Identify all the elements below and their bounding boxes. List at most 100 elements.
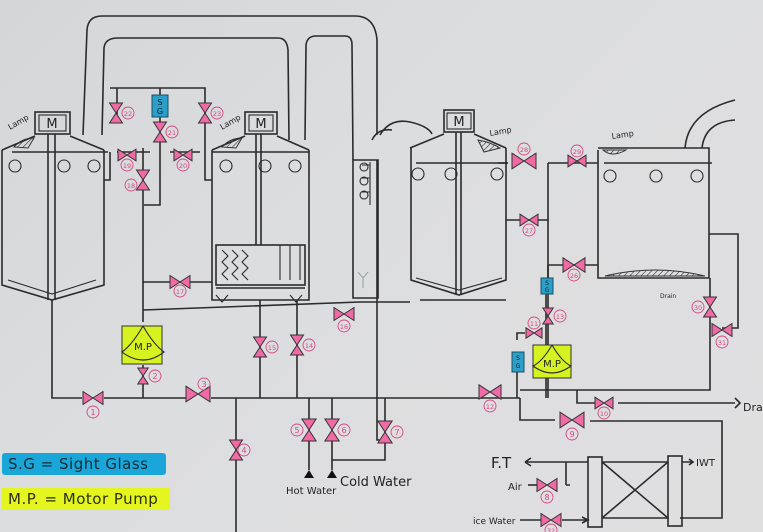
valve-27[interactable]: 27 xyxy=(519,213,539,237)
lamp-2 xyxy=(220,137,243,149)
valve-28[interactable]: 28 xyxy=(511,142,537,170)
motor-2-label: M xyxy=(255,117,266,132)
valve-label-circle xyxy=(527,316,541,330)
valve-label-circle xyxy=(148,369,162,383)
valve-7[interactable]: 7 xyxy=(376,420,404,444)
valve-label-circle xyxy=(337,319,351,333)
valve-symbol-icon xyxy=(562,256,586,274)
valve-number: 13 xyxy=(556,313,564,321)
valve-number: 4 xyxy=(241,446,246,455)
valve-15[interactable]: 15 xyxy=(252,336,279,358)
valve-13[interactable]: 13 xyxy=(541,307,567,325)
valve-number: 20 xyxy=(179,162,187,170)
valve-symbol-icon xyxy=(702,296,718,318)
valve-symbol-icon xyxy=(559,411,585,429)
motor-pump-1-label: M.P xyxy=(134,342,152,353)
valve-5[interactable]: 5 xyxy=(290,418,318,442)
tank-4: Lamp Drain xyxy=(597,99,739,329)
lamp-3 xyxy=(477,139,502,153)
tank-2: M Lamp xyxy=(204,111,310,303)
motor-3-box xyxy=(443,109,475,133)
valve-symbol-icon xyxy=(136,367,150,385)
valve-symbol-icon xyxy=(152,121,168,143)
valve-number: 8 xyxy=(544,493,549,502)
valve-symbol-icon xyxy=(376,420,394,444)
valve-label-circle xyxy=(265,340,279,354)
valve-label-circle xyxy=(553,309,567,323)
svg-text:G: G xyxy=(157,107,163,116)
valve-11[interactable]: 11 xyxy=(525,316,543,340)
valve-symbol-icon xyxy=(82,390,104,406)
valve-4[interactable]: 4 xyxy=(228,439,251,461)
valve-label-circle xyxy=(210,106,224,120)
valve-label-circle xyxy=(173,284,187,298)
heater-unit xyxy=(215,244,306,286)
valve-label-circle xyxy=(390,425,404,439)
valve-label-circle xyxy=(176,158,190,172)
valve-number: 5 xyxy=(294,426,299,435)
valve-31[interactable]: 31 xyxy=(711,322,733,349)
valve-6[interactable]: 6 xyxy=(323,418,351,442)
lamp-4-label: Lamp xyxy=(611,129,634,141)
valve-2[interactable]: 2 xyxy=(136,367,162,385)
valve-label-circle xyxy=(715,335,729,349)
ice-water-label: ice Water xyxy=(473,517,516,527)
lamp-1 xyxy=(12,137,35,149)
valve-number: 23 xyxy=(213,110,221,118)
valve-label-circle xyxy=(517,142,531,156)
valve-symbol-icon xyxy=(252,336,268,358)
valve-number: 32 xyxy=(547,527,555,532)
valve-label-circle xyxy=(337,423,351,437)
valve-32[interactable]: 32 xyxy=(540,512,562,532)
valve-number: 16 xyxy=(340,323,348,331)
valve-symbol-icon xyxy=(511,152,537,170)
drain-small-label: Drain xyxy=(660,293,676,300)
valve-number: 29 xyxy=(573,148,581,156)
valve-26[interactable]: 26 xyxy=(562,256,586,282)
valve-10[interactable]: 10 xyxy=(594,396,614,420)
valve-number: 22 xyxy=(124,110,132,118)
svg-text:S: S xyxy=(157,98,162,107)
motor-pump-2: M.P xyxy=(531,344,573,379)
valve-9[interactable]: 9 xyxy=(559,411,585,441)
valve-number: 30 xyxy=(694,304,702,312)
svg-text:S: S xyxy=(516,355,520,362)
valve-8[interactable]: 8 xyxy=(536,477,558,504)
valve-number: 18 xyxy=(127,182,135,190)
valve-number: 10 xyxy=(600,410,608,418)
valve-1[interactable]: 1 xyxy=(82,390,104,419)
valve-symbol-icon xyxy=(173,148,193,162)
valve-label-circle xyxy=(570,144,584,158)
valve-symbol-icon xyxy=(536,477,558,493)
valve-17[interactable]: 17 xyxy=(169,274,191,298)
valve-30[interactable]: 30 xyxy=(691,296,718,318)
sight-glass-1: S G xyxy=(151,94,169,118)
valve-label-circle xyxy=(544,523,558,532)
valve-symbol-icon xyxy=(540,512,562,528)
valve-21[interactable]: 21 xyxy=(152,121,179,143)
valve-label-circle xyxy=(483,399,497,413)
valve-symbol-icon xyxy=(117,148,137,162)
valve-20[interactable]: 20 xyxy=(173,148,193,172)
valve-14[interactable]: 14 xyxy=(289,334,316,356)
valve-number: 2 xyxy=(152,372,157,381)
valve-symbol-icon xyxy=(567,154,587,168)
svg-text:G: G xyxy=(545,287,550,294)
valve-number: 1 xyxy=(90,408,95,417)
legend-motor-pump: M.P. = Motor Pump xyxy=(2,488,170,510)
heat-exchanger xyxy=(520,455,695,528)
valve-label-circle xyxy=(290,423,304,437)
valve-23[interactable]: 23 xyxy=(197,102,224,124)
valve-symbol-icon xyxy=(525,326,543,340)
valve-12[interactable]: 12 xyxy=(478,383,502,413)
valve-3[interactable]: 3 xyxy=(185,377,211,403)
valve-22[interactable]: 22 xyxy=(108,102,135,124)
valve-symbol-icon xyxy=(108,102,124,124)
valve-29[interactable]: 29 xyxy=(567,144,587,168)
valve-16[interactable]: 16 xyxy=(333,306,355,333)
valve-19[interactable]: 19 xyxy=(117,148,137,172)
lamp-1-label: Lamp xyxy=(7,113,31,132)
valve-18[interactable]: 18 xyxy=(124,169,151,192)
